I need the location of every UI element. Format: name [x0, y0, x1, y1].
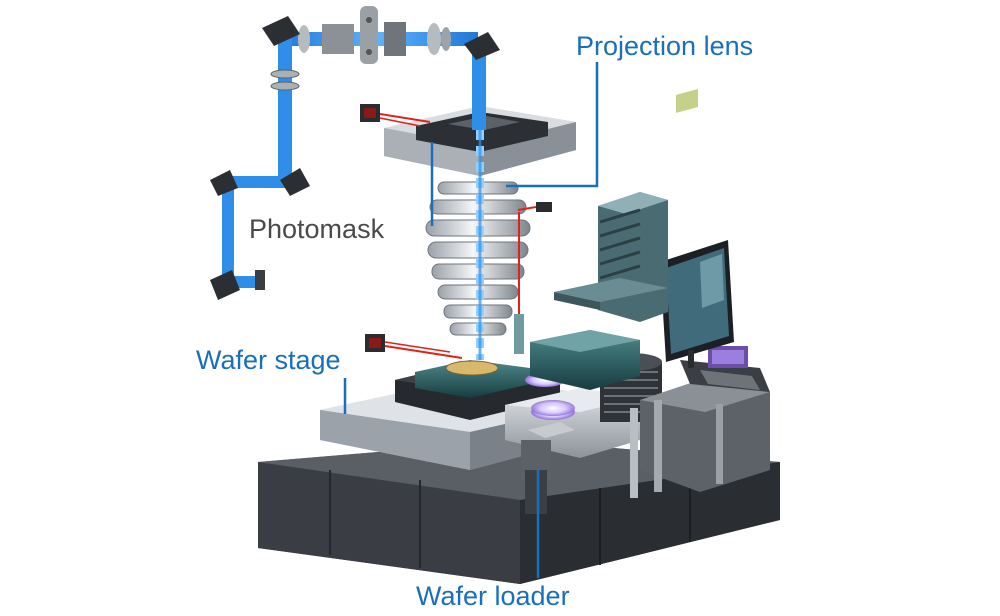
top-optics: [298, 6, 451, 64]
projection-lens-label: Projection lens: [576, 31, 754, 61]
machine-base: [258, 440, 780, 584]
leader-lines: [343, 62, 599, 578]
wafer-icon: [445, 360, 499, 376]
monitor-icon: [660, 88, 734, 368]
lens-laser-path: [514, 202, 552, 354]
photomask-label: Photomask: [249, 214, 385, 244]
illumination-tower: [554, 192, 668, 322]
teal-module: [530, 330, 640, 390]
mask-laser-source-icon: [360, 104, 431, 127]
control-console: [630, 346, 770, 498]
wafer-loader-label: Wafer loader: [416, 581, 570, 611]
condenser-lenses: [255, 69, 300, 290]
wafer-stage-label: Wafer stage: [196, 345, 341, 375]
mirror-icon: [210, 16, 500, 300]
lens-stack-icon: [425, 181, 531, 336]
stage-laser-source-icon: [365, 334, 463, 359]
